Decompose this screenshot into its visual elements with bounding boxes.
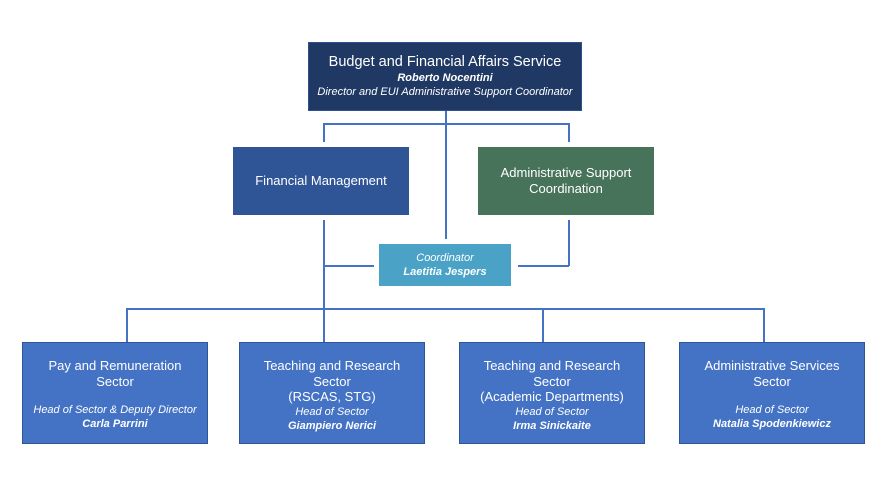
sector-administrative-services: Administrative Services Sector Head of S… xyxy=(679,342,865,444)
sector-title-line1: Pay and Remuneration xyxy=(48,358,182,373)
connector-sectors-horizontal xyxy=(126,308,764,310)
root-person-role: Director and EUI Administrative Support … xyxy=(317,86,573,98)
connector-financial-to-coordinator xyxy=(323,265,374,267)
sector-head-name: Irma Sinickaite xyxy=(513,419,591,432)
root-node-budget-financial-affairs: Budget and Financial Affairs Service Rob… xyxy=(308,42,582,111)
sector-head-role: Head of Sector xyxy=(735,404,809,416)
connector-root-down xyxy=(445,111,447,239)
sector-head-role: Head of Sector xyxy=(515,405,589,418)
connector-to-financial xyxy=(323,123,325,142)
unit-title: Financial Management xyxy=(255,173,387,188)
sector-title-line1: Administrative Services xyxy=(704,358,840,373)
connector-to-sector-2 xyxy=(323,308,325,342)
sector-teaching-research-academic: Teaching and Research Sector (Academic D… xyxy=(459,342,645,444)
connector-to-sector-3 xyxy=(542,308,544,342)
sector-title-line2: Sector xyxy=(313,373,351,389)
sector-teaching-research-rscas-stg: Teaching and Research Sector (RSCAS, STG… xyxy=(239,342,425,444)
sector-head-role: Head of Sector xyxy=(295,405,369,418)
unit-title-line2: Coordination xyxy=(529,181,603,196)
unit-administrative-support-coordination: Administrative Support Coordination xyxy=(478,147,654,215)
sector-head-name: Giampiero Nerici xyxy=(287,419,377,432)
sector-head-name: Natalia Spodenkiewicz xyxy=(713,418,831,430)
root-person-name: Roberto Nocentini xyxy=(397,72,493,84)
sector-head-role: Head of Sector & Deputy Director xyxy=(33,404,197,416)
connector-to-sector-4 xyxy=(763,308,765,342)
connector-top-horizontal xyxy=(323,123,569,125)
root-title: Budget and Financial Affairs Service xyxy=(328,54,562,70)
sector-title-line2: Sector xyxy=(753,373,791,389)
sector-title-line2: Sector xyxy=(96,373,134,389)
coordinator-name: Laetitia Jespers xyxy=(403,266,487,278)
sector-head-name: Carla Parrini xyxy=(82,418,148,430)
sector-title-line2: Sector xyxy=(533,373,571,389)
connector-to-sector-1 xyxy=(126,308,128,342)
sector-title-line1: Teaching and Research xyxy=(263,358,401,373)
coordinator-role: Coordinator xyxy=(416,252,474,264)
connector-admin-support-down xyxy=(568,220,570,266)
connector-admin-support-to-coordinator xyxy=(518,265,569,267)
connector-financial-down xyxy=(323,220,325,308)
unit-title-line1: Administrative Support xyxy=(500,165,632,180)
sector-pay-remuneration: Pay and Remuneration Sector Head of Sect… xyxy=(22,342,208,444)
coordinator-node: Coordinator Laetitia Jespers xyxy=(379,244,511,286)
sector-title-line3: (RSCAS, STG) xyxy=(288,389,376,404)
sector-title-line1: Teaching and Research xyxy=(483,358,621,373)
unit-financial-management: Financial Management xyxy=(233,147,409,215)
connector-to-admin-support xyxy=(568,123,570,142)
sector-title-line3: (Academic Departments) xyxy=(480,389,624,404)
